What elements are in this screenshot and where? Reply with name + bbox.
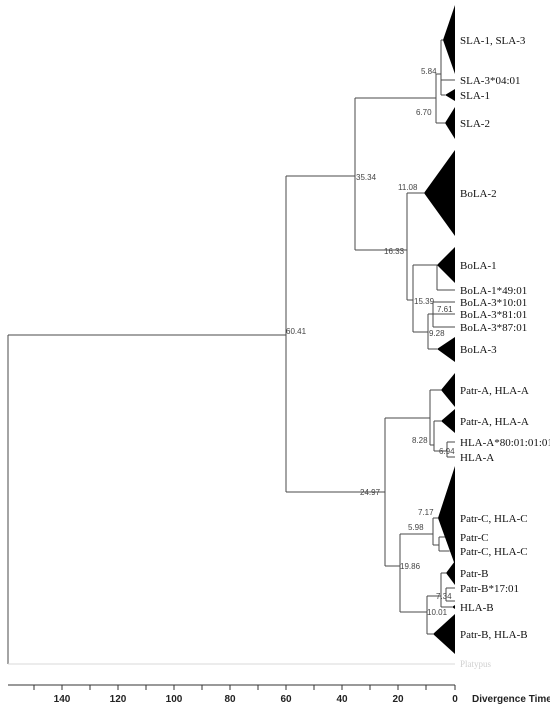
leaf-label: Patr-A, HLA-A	[460, 416, 529, 428]
axis-tick-label: 40	[336, 694, 348, 705]
clade-triangle	[441, 409, 455, 433]
node-age-label: 15.39	[414, 297, 435, 306]
leaf-label: Patr-C, HLA-C	[460, 546, 528, 558]
node-age-label: 9.28	[429, 329, 445, 338]
time-axis: 140 120 100 80 60 40 20 0 Divergence Tim…	[8, 684, 550, 705]
clade-triangle	[446, 561, 455, 585]
node-age-label: 8.28	[412, 436, 428, 445]
leaf-label: Patr-B*17:01	[460, 583, 519, 595]
leaf-label: BoLA-1	[460, 260, 497, 272]
clade-triangle	[438, 466, 455, 565]
leaf-label: HLA-B	[460, 602, 494, 614]
node-age-label: 11.08	[398, 183, 418, 192]
node-age-label: 35.34	[356, 173, 377, 182]
leaf-label: Platypus	[460, 659, 492, 669]
tree-branches	[7, 39, 455, 665]
axis-tick-label: 100	[166, 694, 183, 705]
leaf-label: BoLA-2	[460, 188, 497, 200]
node-age-label: 60.41	[286, 327, 307, 336]
clade-triangle	[449, 548, 455, 554]
leaf-label: BoLA-3	[460, 344, 497, 356]
node-age-label: 7.17	[418, 508, 434, 517]
node-labels: 60.41 35.34 5.84 6.70 11.08 16.33 15.39 …	[286, 67, 455, 617]
clade-triangle	[443, 5, 455, 74]
clade-triangle	[424, 150, 455, 236]
clade-triangle	[433, 614, 455, 654]
leaf-label: Patr-A, HLA-A	[460, 385, 529, 397]
axis-tick-label: 120	[110, 694, 127, 705]
node-age-label: 7.61	[437, 305, 453, 314]
leaf-label: Patr-C, HLA-C	[460, 513, 528, 525]
axis-tick-label: 20	[392, 694, 404, 705]
axis-title: Divergence Time	[472, 694, 550, 705]
collapsed-clades	[424, 5, 455, 654]
leaf-labels: SLA-1, SLA-3 SLA-3*04:01 SLA-1 SLA-2 BoL…	[460, 35, 550, 669]
clade-triangle	[445, 89, 455, 101]
node-age-label: 6.70	[416, 108, 432, 117]
clade-triangle	[437, 337, 455, 362]
leaf-label: SLA-1, SLA-3	[460, 35, 526, 47]
clade-triangle	[441, 373, 455, 407]
node-age-label: 24.97	[360, 488, 381, 497]
leaf-label: SLA-1	[460, 90, 490, 102]
axis-tick-label: 60	[280, 694, 292, 705]
node-age-label: 5.98	[408, 523, 424, 532]
clade-triangle	[446, 532, 455, 542]
leaf-label: HLA-A*80:01:01:01	[460, 437, 550, 449]
leaf-label: BoLA-3*10:01	[460, 297, 527, 309]
leaf-label: BoLA-1*49:01	[460, 285, 527, 297]
node-age-label: 5.84	[421, 67, 437, 76]
axis-tick-label: 140	[54, 694, 71, 705]
leaf-label: BoLA-3*81:01	[460, 309, 527, 321]
axis-tick-label: 80	[224, 694, 236, 705]
leaf-label: SLA-3*04:01	[460, 75, 521, 87]
leaf-label: SLA-2	[460, 118, 490, 130]
leaf-label: HLA-A	[460, 452, 494, 464]
leaf-label: Patr-B, HLA-B	[460, 629, 528, 641]
axis-tick-label: 0	[452, 694, 458, 705]
node-age-label: 16.33	[384, 247, 405, 256]
clade-triangle	[437, 247, 455, 283]
leaf-label: Patr-C	[460, 532, 489, 544]
node-age-label: 19.86	[400, 562, 421, 571]
leaf-label: BoLA-3*87:01	[460, 322, 527, 334]
node-age-label: 10.01	[427, 608, 448, 617]
node-age-label: 6.94	[439, 447, 455, 456]
clade-triangle	[452, 605, 455, 609]
leaf-label: Patr-B	[460, 568, 489, 580]
clade-triangle	[445, 107, 455, 139]
node-age-label: 7.34	[436, 592, 452, 601]
